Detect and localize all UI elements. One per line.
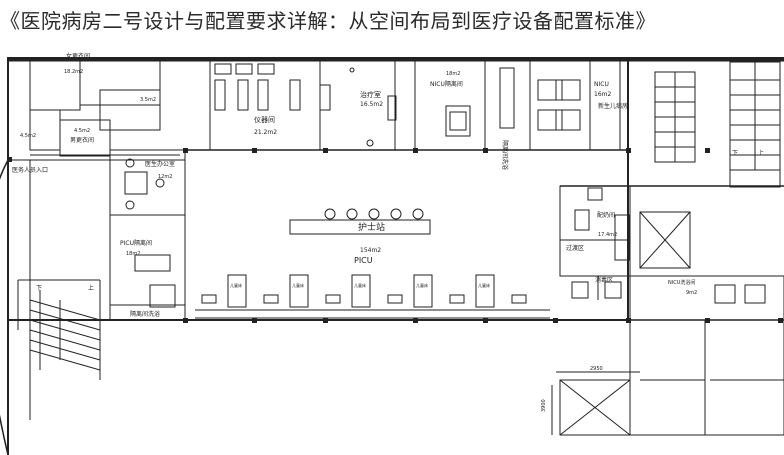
- label-small-area-2: 3.5m2: [140, 97, 156, 103]
- label-staff-entrance: 医务人员入口: [12, 166, 48, 174]
- label-nicu: NICU: [594, 81, 609, 88]
- label-nicu-wash-area: 9m2: [686, 290, 697, 296]
- label-newborn-ward: 新生儿病房: [598, 102, 628, 110]
- label-milk-area: 17.4m2: [598, 232, 617, 238]
- label-isolation-wash-2: 隔离间洗浴: [130, 310, 160, 318]
- label-picu-isolation: PICU隔离间: [120, 239, 152, 247]
- label-stair-up: 上: [88, 284, 94, 292]
- label-nurse-station: 护士站: [358, 221, 385, 233]
- left-stair: [17, 279, 101, 380]
- label-stair-down-right: 下: [732, 150, 738, 157]
- label-nicu-wash: NICU洗浴间: [668, 279, 695, 286]
- label-male-changing-area: 4.5m2: [74, 128, 90, 134]
- label-stair-up-right: 上: [758, 149, 764, 157]
- picu-beds: [195, 274, 550, 319]
- label-female-changing: 女更衣间: [66, 52, 90, 60]
- outer-wall-main: [7, 57, 629, 321]
- label-disinfection: 消毒区: [595, 276, 613, 284]
- label-picu-area: 154m2: [360, 247, 381, 254]
- label-small-area-1: 4.5m2: [20, 133, 36, 139]
- label-baby-bed: 儿童床: [478, 282, 490, 288]
- label-picu-isolation-area: 18m2: [126, 251, 140, 257]
- label-picu: PICU: [354, 256, 373, 265]
- label-baby-bed: 儿童床: [292, 282, 304, 288]
- label-transfer-area: 过渡区: [566, 244, 584, 252]
- label-treatment-area: 16.5m2: [360, 101, 383, 108]
- label-doctor-office-area: 12m2: [158, 174, 172, 180]
- label-isolation-wash: 隔离间洗浴: [501, 140, 509, 170]
- label-female-changing-area: 18.2m2: [64, 69, 83, 75]
- page-title: 《医院病房二号设计与配置要求详解：从空间布局到医疗设备配置标准》: [0, 9, 656, 33]
- newborn-bed-rack: [654, 71, 696, 163]
- right-stair: [729, 61, 781, 188]
- label-instrument-room: 仪器间: [254, 116, 275, 124]
- label-baby-bed: 儿童床: [416, 282, 428, 288]
- label-dim-width: 2950: [590, 366, 603, 372]
- label-dim-height: 3900: [541, 399, 547, 412]
- label-baby-bed: 儿童床: [230, 282, 242, 288]
- label-isolation-area: 18m2: [446, 71, 460, 77]
- label-doctor-office: 医生办公室: [145, 160, 175, 168]
- nurse-station-desk: [289, 219, 431, 235]
- label-stair-down: 下: [36, 285, 42, 292]
- label-milk-room: 配奶间: [597, 211, 615, 219]
- label-male-changing: 男更衣间: [70, 136, 94, 144]
- label-nicu-isolation: NICU隔离间: [430, 80, 463, 88]
- label-treatment-room: 治疗室: [360, 90, 381, 99]
- label-nicu-area: 16m2: [594, 91, 611, 98]
- label-instrument-area: 21.2m2: [254, 129, 277, 136]
- label-baby-bed: 儿童床: [354, 282, 366, 288]
